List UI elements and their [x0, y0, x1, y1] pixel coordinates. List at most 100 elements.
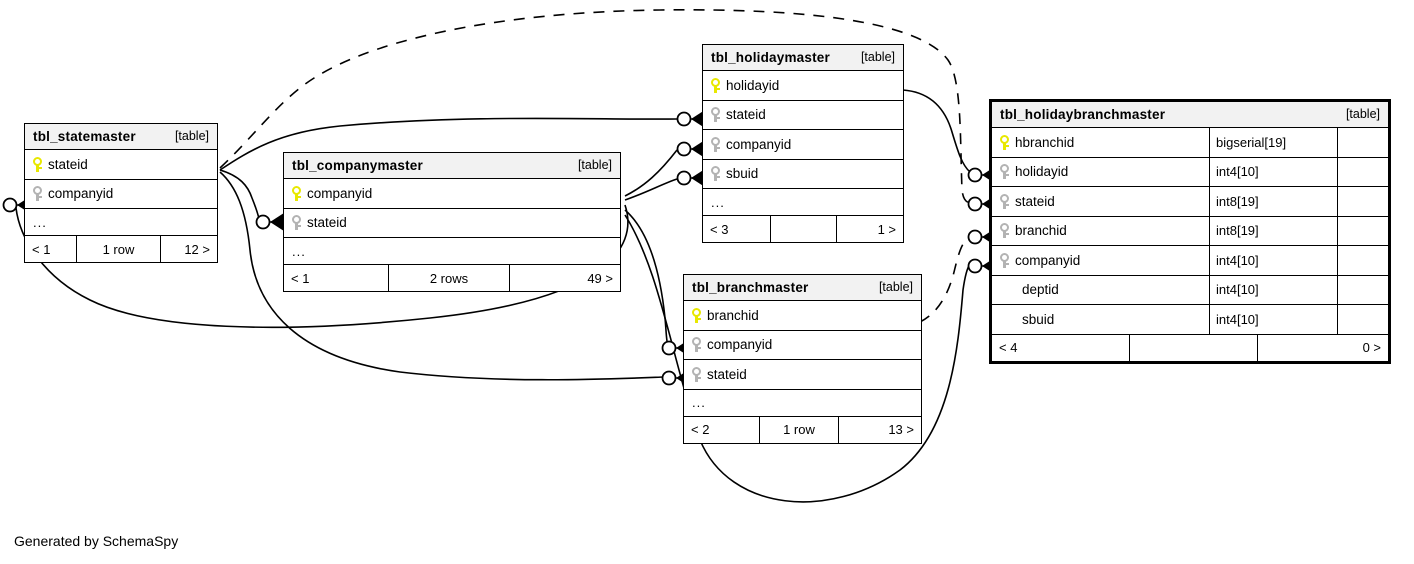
- table-title: tbl_holidaymaster: [711, 49, 830, 65]
- table-row[interactable]: companyid int4[10]: [992, 246, 1388, 276]
- column-type: int4[10]: [1210, 157, 1338, 186]
- footer-children-count[interactable]: 13 >: [888, 422, 914, 437]
- table-footer: < 1 1 row 12 >: [25, 236, 217, 262]
- column-name: companyid: [726, 136, 792, 152]
- table-row[interactable]: branchid int8[19]: [992, 216, 1388, 246]
- table-row[interactable]: companyid: [684, 331, 921, 360]
- column-spacer: [1338, 217, 1388, 246]
- footer-row-count: 2 rows: [389, 265, 510, 291]
- footer-parents-count[interactable]: < 4: [992, 334, 1130, 361]
- table-header: tbl_branchmaster [table]: [684, 275, 921, 301]
- column-name: sbuid: [1022, 311, 1055, 327]
- foreign-key-icon: [692, 366, 701, 382]
- table-tag: [table]: [1345, 107, 1380, 121]
- foreign-key-icon: [1000, 193, 1009, 209]
- table-row[interactable]: companyid: [703, 130, 903, 160]
- column-name: stateid: [1015, 193, 1055, 209]
- table-tbl_holidaybranchmaster[interactable]: tbl_holidaybranchmaster [table] hbranchi…: [989, 99, 1391, 364]
- table-row[interactable]: deptid int4[10]: [992, 275, 1388, 305]
- column-name: branchid: [707, 307, 759, 323]
- table-title: tbl_statemaster: [33, 128, 136, 144]
- primary-key-icon: [292, 185, 301, 201]
- column-type: int4[10]: [1210, 305, 1338, 334]
- column-cell: companyid: [703, 130, 903, 159]
- table-row[interactable]: stateid: [25, 150, 217, 180]
- column-cell: hbranchid: [992, 128, 1210, 157]
- table-footer: < 2 1 row 13 >: [684, 416, 921, 443]
- column-type: int4[10]: [1210, 275, 1338, 304]
- foreign-key-icon: [292, 215, 301, 231]
- foreign-key-icon: [1000, 164, 1009, 180]
- table-tbl_holidaymaster[interactable]: tbl_holidaymaster [table] holidayid stat…: [702, 44, 904, 243]
- table-tbl_companymaster[interactable]: tbl_companymaster [table] companyid stat…: [283, 152, 621, 292]
- column-name: hbranchid: [1015, 134, 1075, 150]
- column-name: companyid: [1015, 252, 1081, 268]
- column-cell: companyid: [284, 179, 620, 208]
- primary-key-icon: [692, 307, 701, 323]
- column-cell: companyid: [684, 331, 921, 360]
- footer-parents-count[interactable]: < 1: [284, 265, 389, 291]
- table-row[interactable]: stateid: [703, 101, 903, 130]
- footer-children-count[interactable]: 12 >: [184, 241, 210, 257]
- table-tag: [table]: [174, 129, 209, 143]
- column-spacer: [1338, 128, 1388, 157]
- column-type: int8[19]: [1210, 187, 1338, 216]
- column-cell: stateid: [992, 187, 1210, 216]
- foreign-key-icon: [711, 107, 720, 123]
- table-footer: < 1 2 rows 49 >: [284, 265, 620, 291]
- column-name: holidayid: [1015, 164, 1069, 180]
- table-row[interactable]: stateid int8[19]: [992, 187, 1388, 217]
- table-tbl_branchmaster[interactable]: tbl_branchmaster [table] branchid compan…: [683, 274, 922, 444]
- column-cell: deptid: [992, 275, 1210, 304]
- table-header: tbl_holidaymaster [table]: [703, 45, 903, 71]
- column-spacer: [1338, 305, 1388, 334]
- table-row[interactable]: sbuid: [703, 160, 903, 189]
- primary-key-icon: [1000, 134, 1009, 150]
- footer-parents-count[interactable]: < 2: [684, 416, 760, 443]
- footer-children-count[interactable]: 1 >: [877, 221, 896, 237]
- table-row[interactable]: branchid: [684, 301, 921, 331]
- table-title: tbl_companymaster: [292, 157, 423, 173]
- column-type: bigserial[19]: [1210, 128, 1338, 157]
- footer-row-count: [771, 216, 837, 242]
- column-name: stateid: [726, 107, 766, 123]
- table-row[interactable]: stateid: [284, 209, 620, 238]
- footer-row-count: 1 row: [760, 416, 839, 443]
- foreign-key-icon: [1000, 223, 1009, 239]
- column-spacer: [1338, 187, 1388, 216]
- column-cell: companyid: [25, 180, 217, 209]
- foreign-key-icon: [1000, 252, 1009, 268]
- table-row[interactable]: companyid: [25, 180, 217, 209]
- table-row[interactable]: companyid: [284, 179, 620, 209]
- table-tag: [table]: [878, 280, 913, 294]
- edge-companymaster-to-branchmaster-companyid: [624, 209, 668, 342]
- column-spacer: [1338, 276, 1388, 305]
- table-tbl_statemaster[interactable]: tbl_statemaster [table] stateid companyi…: [24, 123, 218, 263]
- table-header: tbl_statemaster [table]: [25, 124, 217, 150]
- more-columns-indicator: ...: [25, 209, 217, 236]
- table-header: tbl_holidaybranchmaster [table]: [992, 102, 1388, 128]
- table-row[interactable]: hbranchid bigserial[19]: [992, 128, 1388, 158]
- foreign-key-icon: [692, 337, 701, 353]
- footer-parents-count[interactable]: < 1: [25, 236, 77, 262]
- column-name: stateid: [707, 366, 747, 382]
- footer-parents-count[interactable]: < 3: [703, 216, 771, 242]
- column-cell: stateid: [25, 150, 217, 179]
- column-name: holidayid: [726, 77, 780, 93]
- generated-by-caption: Generated by SchemaSpy: [14, 533, 179, 549]
- table-row[interactable]: holidayid int4[10]: [992, 157, 1388, 187]
- edge-branchmaster-to-holidaybranchmaster-branchid: [919, 235, 971, 323]
- table-row[interactable]: stateid: [684, 360, 921, 390]
- primary-key-icon: [711, 77, 720, 93]
- table-row[interactable]: holidayid: [703, 71, 903, 101]
- column-cell: companyid: [992, 246, 1210, 275]
- column-cell: branchid: [684, 301, 921, 330]
- column-cell: holidayid: [703, 71, 903, 100]
- table-row[interactable]: sbuid int4[10]: [992, 305, 1388, 335]
- column-spacer: [1338, 246, 1388, 275]
- column-name: branchid: [1015, 223, 1067, 239]
- footer-children-count[interactable]: 49 >: [587, 270, 613, 286]
- column-cell: sbuid: [992, 305, 1210, 334]
- footer-children-count[interactable]: 0 >: [1362, 340, 1381, 355]
